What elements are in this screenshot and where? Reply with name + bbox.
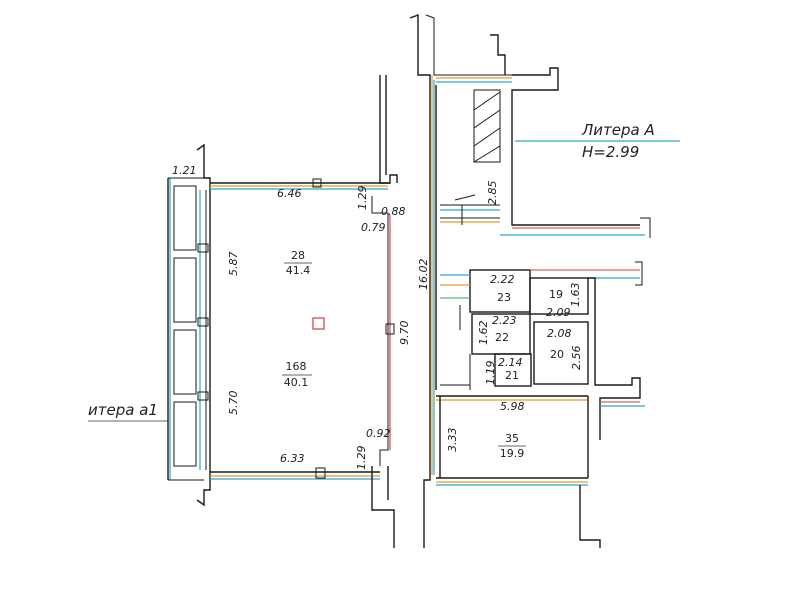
room-35-outline <box>436 395 589 486</box>
dim-222: 2.22 <box>490 273 515 286</box>
stair-landing <box>440 194 500 225</box>
stair-hatch <box>473 89 501 163</box>
window-piers <box>173 185 209 470</box>
right-partition-column <box>385 323 395 335</box>
lower-right-building-stub <box>579 485 601 548</box>
dim-208: 2.08 <box>547 327 572 340</box>
top-wall-column <box>312 178 322 188</box>
room-168-number: 168 <box>286 360 307 373</box>
upper-block-outline <box>511 67 640 226</box>
dim-285: 2.85 <box>486 181 499 206</box>
room-19-outline <box>529 277 589 315</box>
right-building-walls <box>409 13 651 548</box>
dim-333: 3.33 <box>446 428 459 453</box>
dim-121: 1.21 <box>172 164 197 177</box>
dim-256: 2.56 <box>570 346 583 371</box>
titles: Литера А H=2.99 итера а1 <box>88 121 680 422</box>
dim-088: 0.88 <box>381 205 406 218</box>
height-label: H=2.99 <box>582 143 639 161</box>
corridor-top-wall <box>425 14 512 76</box>
hall-column-marker <box>312 317 325 330</box>
left-building-walls <box>167 75 398 548</box>
dim-129-bottom: 1.29 <box>355 446 368 471</box>
lower-right-stub <box>371 466 395 548</box>
room-35-area: 19.9 <box>500 447 525 460</box>
room-labels: 28 41.4 168 40.1 23 19 22 20 21 35 19.9 <box>282 249 564 460</box>
outer-left-wall <box>196 143 211 507</box>
room-19-number: 19 <box>549 288 563 301</box>
room-28-number: 28 <box>291 249 305 262</box>
room-28-area: 41.4 <box>286 264 311 277</box>
room-20-outline <box>533 321 589 385</box>
room-22-number: 22 <box>495 331 509 344</box>
dim-129-top: 1.29 <box>356 186 369 211</box>
hall-right-partition <box>371 196 389 466</box>
litera-a1-title: итера а1 <box>88 401 158 419</box>
dim-633: 6.33 <box>280 452 305 465</box>
dim-162: 1.62 <box>477 321 490 346</box>
dim-598: 5.98 <box>500 400 525 413</box>
room-23-number: 23 <box>497 291 511 304</box>
room-21-number: 21 <box>505 369 519 382</box>
litera-a-title: Литера А <box>581 121 655 139</box>
dim-163: 1.63 <box>569 283 582 308</box>
room-35-number: 35 <box>505 432 519 445</box>
dim-570: 5.70 <box>227 391 240 416</box>
bottom-wall-column <box>315 467 326 479</box>
dim-587: 5.87 <box>227 252 240 277</box>
dim-1602: 16.02 <box>417 259 430 291</box>
dim-214: 2.14 <box>498 356 523 369</box>
dim-209: 2.09 <box>546 306 571 319</box>
dim-970: 9.70 <box>398 321 411 346</box>
small-rooms-block <box>440 269 640 390</box>
room-21-outline <box>494 353 532 387</box>
corridor-left-wall <box>409 13 431 548</box>
room-168-area: 40.1 <box>284 376 309 389</box>
mid-right-wall <box>588 277 641 440</box>
dim-223: 2.23 <box>492 314 517 327</box>
dim-079: 0.79 <box>361 221 386 234</box>
dimension-labels: 1.21 6.46 1.29 0.88 0.79 5.87 5.70 9.70 … <box>172 164 583 470</box>
hall-upper-right-wall <box>379 75 398 184</box>
dim-646: 6.46 <box>277 187 302 200</box>
room-20-number: 20 <box>550 348 564 361</box>
dim-119: 1.19 <box>484 361 497 386</box>
dim-092: 0.92 <box>366 427 391 440</box>
top-right-jog <box>490 34 506 75</box>
